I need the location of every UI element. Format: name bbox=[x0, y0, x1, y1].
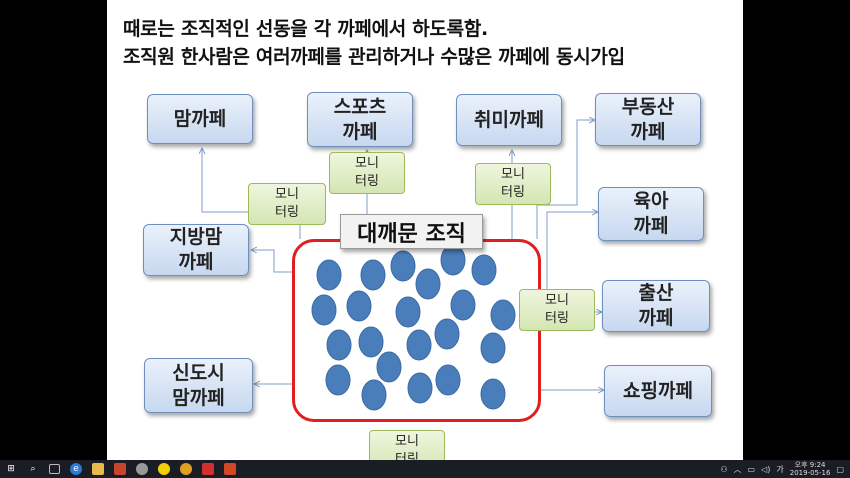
member-circle bbox=[376, 351, 402, 383]
member-circle bbox=[316, 259, 342, 291]
system-tray: ⚇ ︿ ▭ ◁) 가 오후 9:24 2019-05-16 ▢ bbox=[720, 460, 844, 478]
monitoring-label: 모니 터링 bbox=[501, 167, 525, 200]
organization-label: 대깨문 조직 bbox=[340, 214, 483, 249]
monitoring-box-top-center: 모니 터링 bbox=[329, 152, 405, 194]
cafe-label: 취미까페 bbox=[474, 108, 544, 131]
monitoring-label: 모니 터링 bbox=[275, 187, 299, 220]
ime-language-indicator[interactable]: 가 bbox=[776, 464, 784, 474]
member-circle bbox=[358, 326, 384, 358]
monitoring-label: 모니 터링 bbox=[355, 156, 379, 189]
member-circle bbox=[434, 318, 460, 350]
cafe-label: 부동산 까페 bbox=[621, 95, 675, 143]
organization-frame bbox=[292, 239, 541, 422]
notification-icon[interactable]: ▢ bbox=[836, 464, 844, 474]
member-circles bbox=[311, 244, 516, 411]
cafe-box-hobby: 취미까페 bbox=[456, 94, 562, 146]
monitoring-box-bottom: 모니 터링 bbox=[369, 430, 445, 460]
kakaotalk-icon[interactable] bbox=[158, 463, 170, 475]
cafe-box-parenting: 육아 까페 bbox=[598, 187, 704, 241]
member-circle bbox=[415, 268, 441, 300]
chat-app-icon[interactable] bbox=[136, 463, 148, 475]
cafe-label: 신도시 맘까페 bbox=[172, 361, 225, 409]
red-app-icon[interactable] bbox=[202, 463, 214, 475]
cafe-label: 쇼핑까페 bbox=[623, 379, 693, 402]
presentation-app-icon[interactable] bbox=[224, 463, 236, 475]
powerpoint-app-icon[interactable] bbox=[114, 463, 126, 475]
people-icon[interactable]: ⚇ bbox=[720, 464, 728, 474]
member-circle bbox=[326, 329, 352, 361]
cafe-label: 스포츠 까페 bbox=[333, 95, 387, 143]
chrome-browser-icon[interactable] bbox=[180, 463, 192, 475]
monitoring-box-right: 모니 터링 bbox=[519, 289, 595, 331]
member-circle bbox=[311, 294, 337, 326]
member-circle bbox=[346, 290, 372, 322]
taskbar: ⊞ ⌕ e ⚇ ︿ ▭ ◁) 가 오후 9:24 2019-05-16 ▢ bbox=[0, 460, 850, 478]
member-circle bbox=[390, 250, 416, 282]
cafe-label: 지방맘 까페 bbox=[169, 226, 223, 273]
cafe-label: 육아 까페 bbox=[633, 190, 669, 237]
monitoring-label: 모니 터링 bbox=[545, 293, 569, 326]
monitoring-box-top-left: 모니 터링 bbox=[248, 183, 326, 225]
member-circle bbox=[395, 296, 421, 328]
member-circle bbox=[435, 364, 461, 396]
member-circle bbox=[361, 379, 387, 411]
clock[interactable]: 오후 9:24 2019-05-16 bbox=[790, 461, 831, 477]
member-circle bbox=[450, 289, 476, 321]
windows-start-icon[interactable]: ⊞ bbox=[7, 464, 15, 474]
monitoring-label: 모니 터링 bbox=[395, 434, 419, 460]
chevron-up-icon[interactable]: ︿ bbox=[733, 464, 742, 474]
cafe-label: 출산 까페 bbox=[638, 282, 674, 329]
member-circle bbox=[480, 332, 506, 364]
cafe-box-mom: 맘까페 bbox=[147, 94, 253, 144]
member-circle bbox=[406, 329, 432, 361]
cafe-box-local-mom: 지방맘 까페 bbox=[143, 224, 249, 276]
cafe-box-realestate: 부동산 까페 bbox=[595, 93, 701, 146]
cafe-box-shopping: 쇼핑까페 bbox=[604, 365, 712, 417]
member-circle bbox=[325, 364, 351, 396]
cafe-box-newtown-mom: 신도시 맘까페 bbox=[144, 358, 253, 413]
slide-title-line-1: 때로는 조직적인 선동을 각 까페에서 하도록함. bbox=[123, 18, 488, 40]
clock-time: 오후 9:24 bbox=[794, 461, 826, 469]
member-circle bbox=[490, 299, 516, 331]
search-icon[interactable]: ⌕ bbox=[30, 464, 36, 474]
presentation-slide: 때로는 조직적인 선동을 각 까페에서 하도록함. 조직원 한사람은 여러까페를… bbox=[107, 0, 743, 460]
member-circle bbox=[480, 378, 506, 410]
member-circle bbox=[471, 254, 497, 286]
member-circle bbox=[440, 244, 466, 276]
monitoring-box-top-right: 모니 터링 bbox=[475, 163, 551, 205]
edge-browser-icon[interactable]: e bbox=[70, 463, 82, 475]
clock-date: 2019-05-16 bbox=[789, 469, 831, 477]
cafe-label: 맘까페 bbox=[173, 107, 227, 130]
member-circle bbox=[407, 372, 433, 404]
task-view-icon[interactable] bbox=[49, 464, 60, 474]
slide-title-line-2: 조직원 한사람은 여러까페를 관리하거나 수많은 까페에 동시가입 bbox=[123, 46, 625, 68]
network-icon[interactable]: ▭ bbox=[747, 464, 756, 474]
file-explorer-icon[interactable] bbox=[92, 463, 104, 475]
member-circle bbox=[360, 259, 386, 291]
cafe-box-birth: 출산 까페 bbox=[602, 280, 710, 332]
volume-icon[interactable]: ◁) bbox=[761, 464, 771, 474]
cafe-box-sports: 스포츠 까페 bbox=[307, 92, 413, 147]
